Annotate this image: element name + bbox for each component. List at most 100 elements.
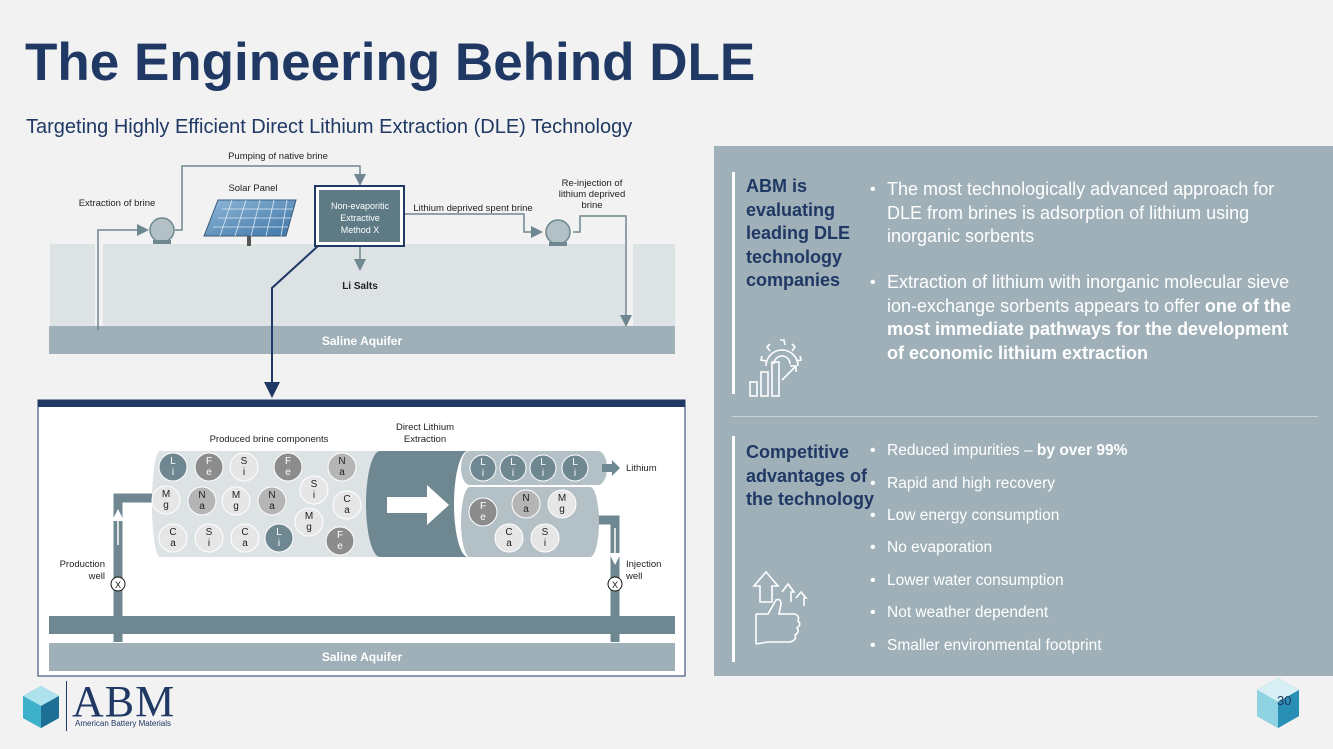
svg-text:F: F <box>206 456 212 467</box>
svg-text:e: e <box>285 467 291 478</box>
method-line-1: Non-evaporitic <box>331 201 390 211</box>
dle-label-1: Direct Lithium <box>396 422 454 433</box>
gear-growth-chart-icon <box>749 339 802 397</box>
svg-text:i: i <box>313 490 315 501</box>
pump-icon-left <box>149 217 175 244</box>
ground-main <box>103 244 625 326</box>
section2-bullet-4: No evaporation <box>870 536 993 560</box>
reinjection-line-2: lithium deprived <box>559 189 626 200</box>
svg-text:X: X <box>612 580 618 590</box>
svg-text:L: L <box>276 527 282 538</box>
injection-well-pipe <box>598 515 620 642</box>
svg-text:X: X <box>115 580 121 590</box>
svg-text:N: N <box>268 490 275 501</box>
svg-text:F: F <box>285 456 291 467</box>
zoom-connector-arrow <box>264 245 319 398</box>
brine-particle: Fe <box>194 452 224 482</box>
method-line-2: Extractive <box>340 213 380 223</box>
section2-bullet-5: Lower water consumption <box>870 569 1064 593</box>
method-line-3: Method X <box>341 225 380 235</box>
section2-bullet-3: Low energy consumption <box>870 504 1059 528</box>
production-well-pipe <box>113 493 158 642</box>
svg-text:F: F <box>480 501 486 512</box>
dle-detail-diagram: Saline Aquifer Produced brine components… <box>37 399 686 677</box>
bullet-text: No evaporation <box>887 539 993 556</box>
svg-text:a: a <box>523 504 529 515</box>
pumping-label: Pumping of native brine <box>228 151 328 162</box>
produced-label: Produced brine components <box>210 434 329 445</box>
section2-accent-bar <box>732 436 735 662</box>
page-number-hexagon-icon <box>1257 678 1299 728</box>
method-box-inner <box>319 190 400 242</box>
svg-text:e: e <box>480 512 486 523</box>
svg-text:i: i <box>278 538 280 549</box>
bullet-text: Rapid and high recovery <box>887 475 1056 492</box>
svg-text:L: L <box>510 457 516 468</box>
aquifer-band <box>49 643 675 671</box>
bullet-emphasis: by over 99% <box>1036 442 1128 459</box>
svg-text:a: a <box>269 501 275 512</box>
solar-panel-label: Solar Panel <box>228 183 277 194</box>
bullet-text: Not weather dependent <box>887 604 1049 621</box>
svg-text:a: a <box>242 538 248 549</box>
svg-text:i: i <box>542 468 544 479</box>
lithium-out-arrow <box>602 460 620 476</box>
lithium-particle: Li <box>469 454 497 482</box>
svg-text:i: i <box>482 468 484 479</box>
reinjection-line-3: brine <box>581 200 602 211</box>
bullet-text: The most technologically advanced approa… <box>887 179 1275 246</box>
svg-text:C: C <box>169 527 176 538</box>
bullet-text: Reduced impurities – <box>887 442 1037 459</box>
svg-text:C: C <box>241 527 248 538</box>
li-salts-label: Li Salts <box>342 281 378 292</box>
injection-valve-icon: X <box>607 576 623 592</box>
brine-particle: Fe <box>325 526 355 556</box>
dle-arrow <box>387 485 449 525</box>
section1-bullet-2: Extraction of lithium with inorganic mol… <box>870 271 1292 365</box>
svg-text:i: i <box>243 467 245 478</box>
brine-particle: Ca <box>332 490 362 520</box>
svg-text:N: N <box>338 456 345 467</box>
svg-text:M: M <box>305 511 313 522</box>
production-well-label-1: Production <box>60 559 105 570</box>
svg-text:C: C <box>343 494 350 505</box>
svg-text:L: L <box>170 456 176 467</box>
top-process-diagram: Saline Aquifer Non-evaporitic Extractive… <box>49 151 675 398</box>
section2-bullet-1: Reduced impurities – by over 99% <box>870 439 1128 463</box>
ground-right <box>633 244 675 326</box>
saline-aquifer-band <box>49 326 675 354</box>
page-number: 30 <box>1277 693 1292 708</box>
brine-particle: Li <box>158 452 188 482</box>
dle-label-2: Extraction <box>404 434 446 445</box>
svg-text:M: M <box>558 493 566 504</box>
remainder-particle: Mg <box>547 489 577 519</box>
extraction-pipe <box>97 224 149 330</box>
section1-heading: ABM is evaluating leading DLE technology… <box>746 176 851 290</box>
brine-particle: Si <box>299 475 329 505</box>
svg-text:F: F <box>337 530 343 541</box>
slide-subtitle: Targeting Highly Efficient Direct Lithiu… <box>26 116 633 138</box>
solar-panel-icon <box>203 199 297 246</box>
info-panel: ABM is evaluating leading DLE technology… <box>714 146 1333 676</box>
detail-top-bar <box>38 400 685 407</box>
lithium-label: Lithium <box>626 463 657 474</box>
svg-text:e: e <box>206 467 212 478</box>
bullet-emphasis: one of the most immediate pathways for t… <box>887 295 1291 363</box>
svg-text:e: e <box>337 541 343 552</box>
svg-text:a: a <box>506 538 512 549</box>
bullet-text: Extraction of lithium with inorganic mol… <box>887 272 1290 316</box>
bottom-aquifer-label: Saline Aquifer <box>322 650 403 664</box>
brine-particle: Si <box>194 523 224 553</box>
lithium-particle: Li <box>561 454 589 482</box>
svg-text:g: g <box>163 500 169 511</box>
section-divider <box>732 416 1318 417</box>
logo-divider <box>66 681 67 731</box>
svg-text:L: L <box>540 457 546 468</box>
section2-bullet-6: Not weather dependent <box>870 601 1049 625</box>
svg-text:i: i <box>574 468 576 479</box>
svg-text:C: C <box>505 527 512 538</box>
spent-brine-label: Lithium deprived spent brine <box>413 203 532 214</box>
bullet-text: Smaller environmental footprint <box>887 637 1102 654</box>
abm-hexagon-logo-icon <box>23 686 59 728</box>
